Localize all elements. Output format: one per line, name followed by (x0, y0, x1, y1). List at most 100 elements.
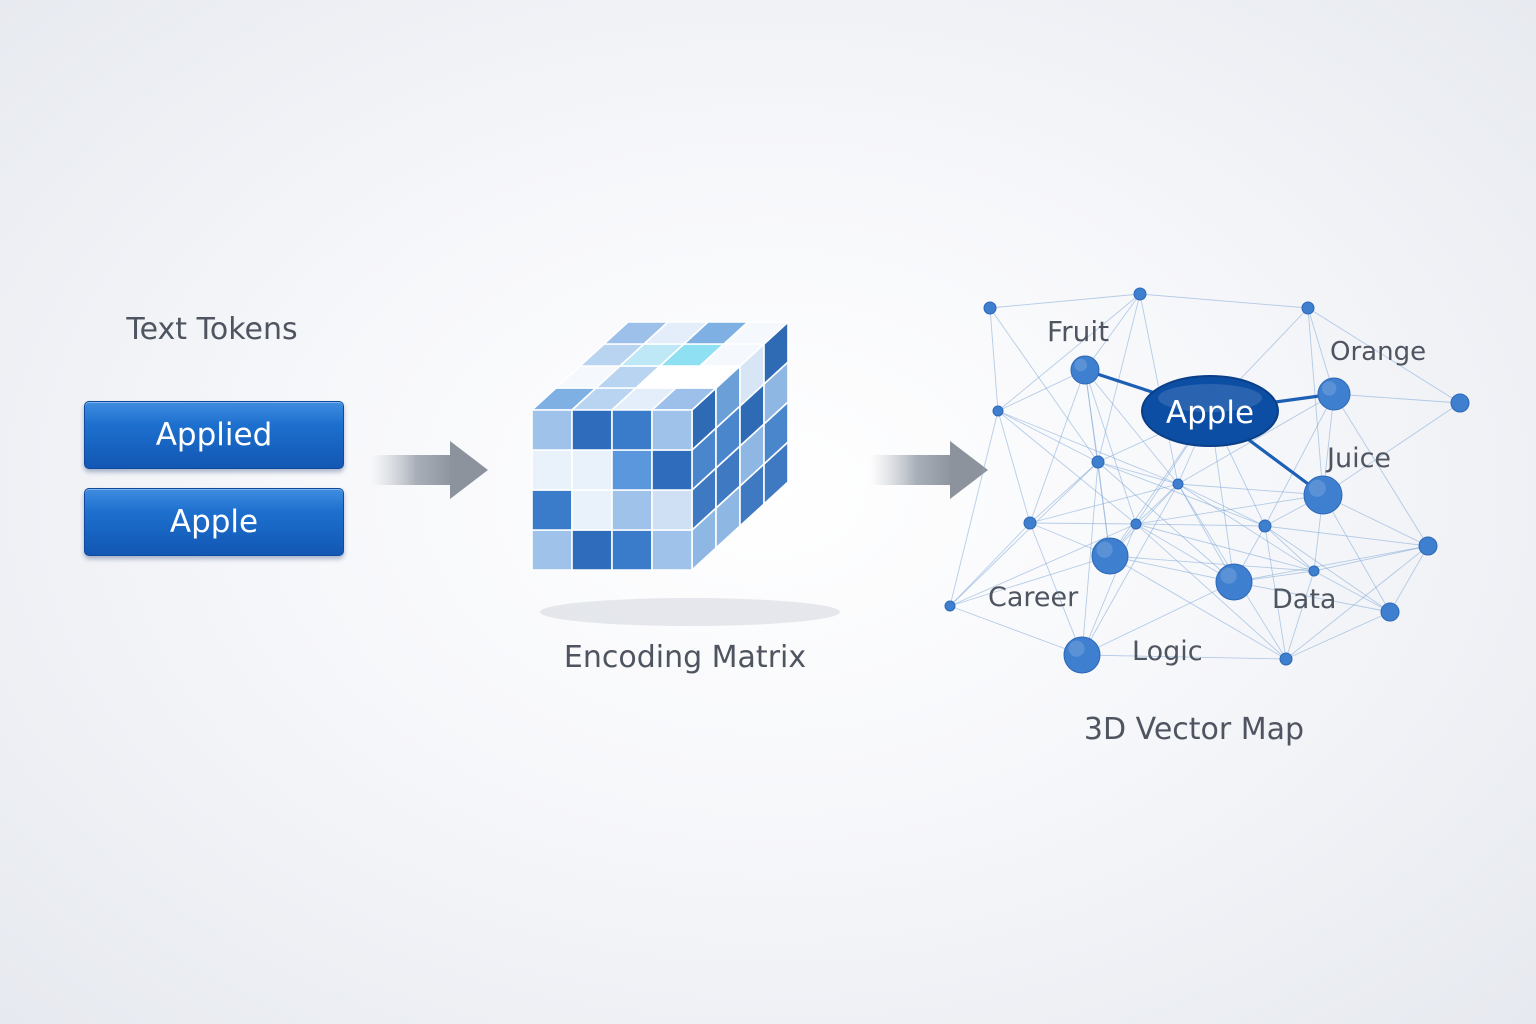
network-edge (1097, 461, 1235, 583)
network-node (992, 405, 1004, 417)
network-edge (1264, 525, 1287, 660)
network-node-highlight (1220, 567, 1237, 584)
network-edge (1322, 494, 1391, 613)
network-node-highlight (1096, 541, 1113, 558)
network-edge (1109, 555, 1315, 572)
network-edge (997, 410, 1179, 485)
matrix-cell (531, 409, 573, 451)
matrix-cell (571, 449, 613, 491)
arrow-right-icon (370, 441, 488, 499)
network-edge (1135, 483, 1179, 525)
network-node (1380, 602, 1400, 622)
network-edge (989, 293, 1141, 309)
network-edge (997, 293, 1141, 412)
network-edge (949, 522, 1031, 607)
matrix-cell (531, 449, 573, 491)
network-node-highlight (1322, 381, 1337, 396)
network-node-highlight (1308, 479, 1326, 497)
network-edge (1081, 461, 1099, 656)
network-edge (1081, 523, 1137, 656)
network-edge (1029, 522, 1083, 656)
network-edge (989, 307, 1099, 463)
network-edge (1029, 461, 1099, 524)
network-edge (949, 461, 1099, 607)
matrix-cell (571, 409, 613, 451)
network-edge (1322, 402, 1461, 496)
network-edge (1177, 393, 1335, 485)
network-edge (997, 410, 1137, 525)
network-node (1063, 636, 1101, 674)
network-node-highlight (1068, 640, 1085, 657)
network-edge (1264, 525, 1391, 613)
network-node (1133, 287, 1147, 301)
network-node (1023, 516, 1037, 530)
network-node (1172, 478, 1184, 490)
network-node (1215, 563, 1253, 601)
matrix-cell (723, 321, 789, 345)
network-edge (1333, 393, 1429, 547)
network-edge (1135, 494, 1324, 525)
network-edge (1333, 393, 1461, 404)
network-node (1450, 393, 1470, 413)
network-edge (1177, 483, 1324, 496)
apple-center-label: Apple (1166, 395, 1254, 431)
network-edge (1233, 581, 1391, 613)
network-edge (1084, 369, 1137, 525)
token-applied[interactable]: Applied (84, 401, 344, 469)
matrix-cell (651, 489, 693, 531)
matrix-cell (531, 529, 573, 571)
network-edge (1307, 307, 1324, 496)
network-edge (989, 307, 999, 412)
matrix-cell (651, 529, 693, 571)
network-edge (949, 523, 1137, 607)
network-node (983, 301, 997, 315)
network-edge (1264, 393, 1335, 527)
matrix-cell (651, 449, 693, 491)
network-edge (1029, 369, 1086, 524)
network-edge (1029, 522, 1137, 525)
network-edge (1084, 369, 1179, 485)
network-edge (1264, 525, 1315, 572)
network-edge (1109, 555, 1287, 660)
matrix-cell (611, 489, 653, 531)
network-edge (1084, 293, 1141, 371)
network-edge (1389, 545, 1429, 613)
network-edge (1307, 307, 1461, 404)
network-node (1279, 652, 1293, 666)
word-logic: Logic (1132, 636, 1203, 667)
word-orange: Orange (1330, 337, 1426, 367)
network-node (1308, 565, 1320, 577)
network-edge (1109, 555, 1235, 583)
network-edge (997, 410, 1099, 463)
network-edge (1177, 483, 1235, 583)
network-edge (1081, 654, 1287, 660)
network-edge (949, 410, 999, 607)
network-edge (1097, 293, 1141, 463)
vector-map-title: 3D Vector Map (1083, 712, 1305, 747)
text-tokens-title: Text Tokens (126, 312, 298, 347)
network-edge (1097, 461, 1266, 527)
word-career: Career (988, 582, 1079, 613)
arrow-right-icon (870, 441, 988, 499)
network-edge (1285, 611, 1391, 660)
network-node (1317, 377, 1351, 411)
network-edge (1081, 483, 1179, 656)
network-node (1418, 536, 1438, 556)
network-node (1303, 475, 1343, 515)
network-edge (1285, 545, 1429, 660)
matrix-cell (611, 529, 653, 571)
network-node (1258, 519, 1272, 533)
network-node (1130, 518, 1142, 530)
word-juice: Juice (1325, 443, 1391, 474)
matrix-cell (571, 489, 613, 531)
network-node (1301, 301, 1315, 315)
apple-center-node[interactable] (1141, 375, 1279, 447)
network-edge (1313, 545, 1429, 572)
network-edge (1285, 570, 1315, 660)
network-node (1091, 455, 1105, 469)
token-apple[interactable]: Apple (84, 488, 344, 556)
network-edge (997, 369, 1086, 412)
network-edge (1135, 523, 1235, 583)
word-data: Data (1272, 584, 1336, 615)
encoding-matrix-cube (531, 321, 840, 626)
